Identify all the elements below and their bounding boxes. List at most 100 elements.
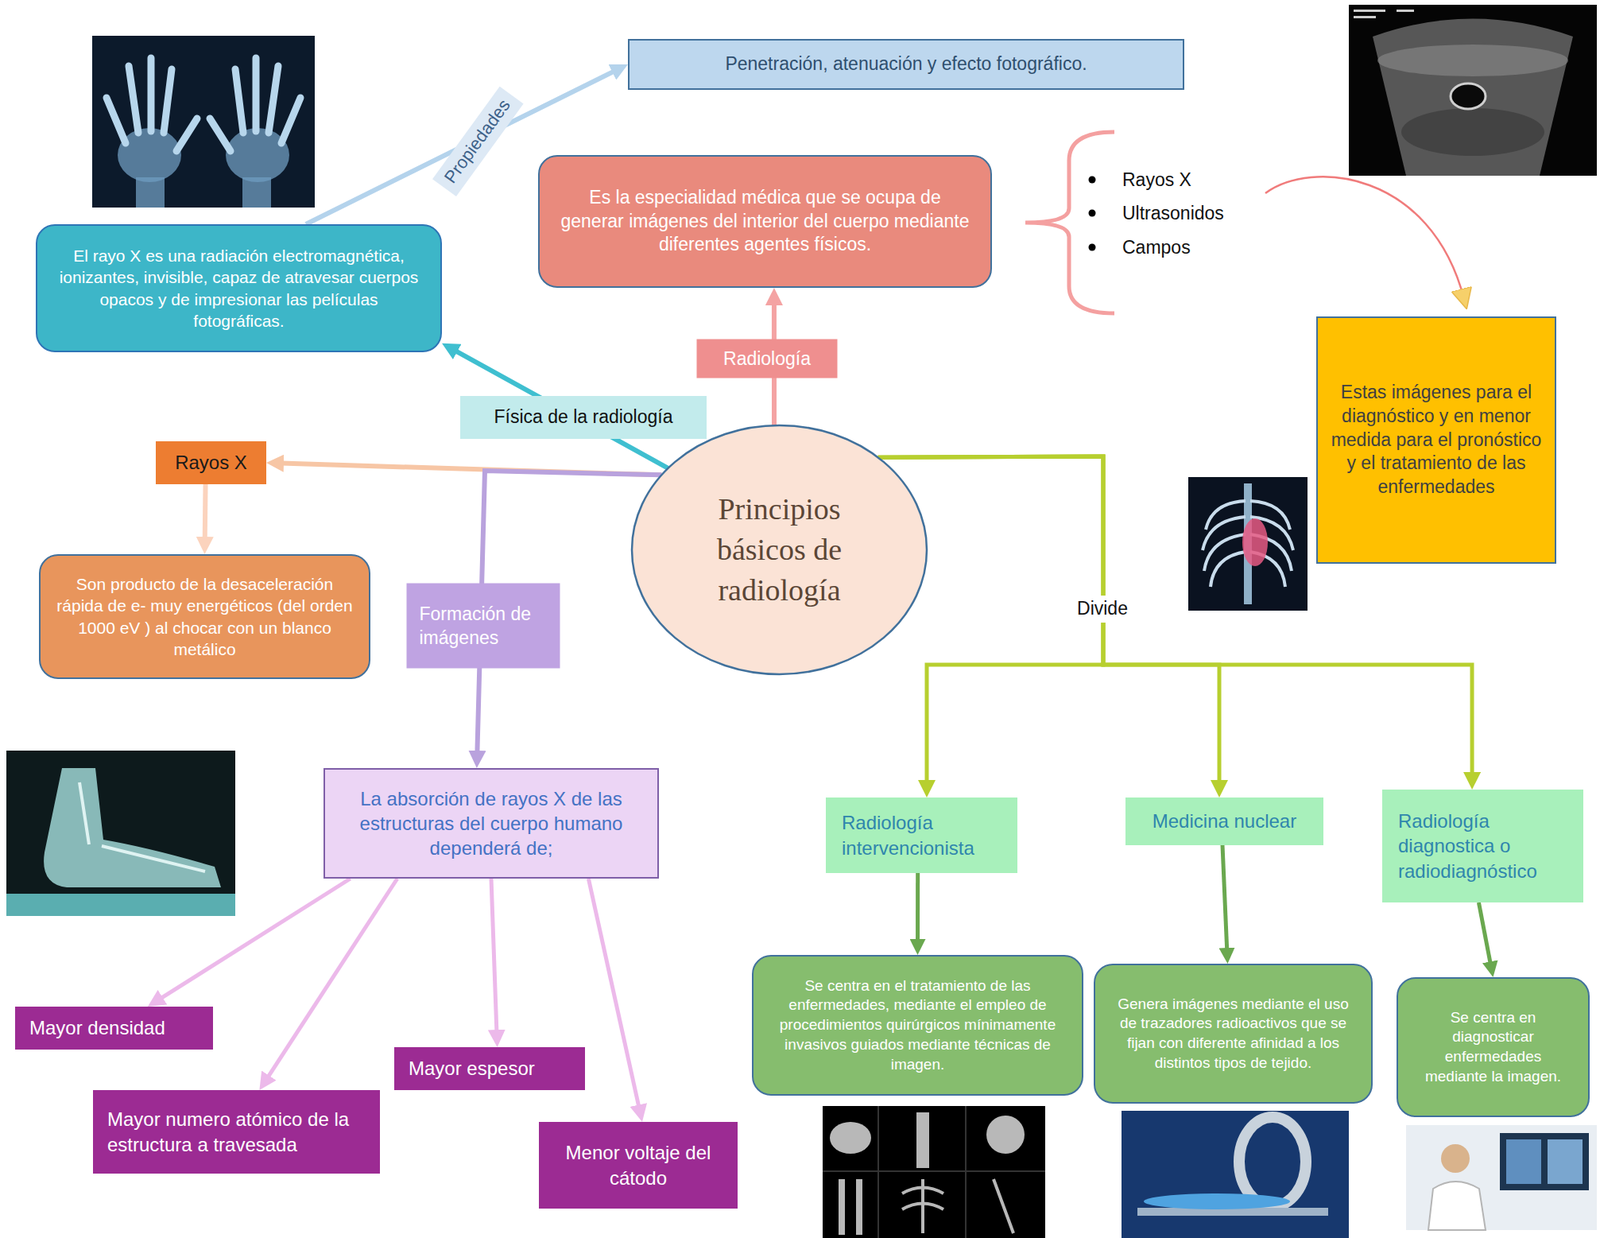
curved-arrow <box>1265 176 1465 299</box>
scanner-photo <box>1239 1116 1306 1206</box>
node-text: Principios básicos de radiología <box>680 488 880 612</box>
foot-xray-photo <box>6 750 236 916</box>
skeleton-xray-photo <box>986 1115 1025 1154</box>
chest-xray-photo <box>1188 476 1308 611</box>
skeleton-xray-photo <box>838 1178 845 1235</box>
skeleton-xray-photo <box>916 1111 930 1168</box>
node-text: Medicina nuclear <box>1136 808 1313 833</box>
connector-arrow <box>202 484 209 546</box>
chest-xray-photo <box>1202 516 1246 551</box>
hand-xray-photo <box>106 58 198 208</box>
ellipse-outline <box>631 425 927 675</box>
skeleton-xray-photo <box>902 1178 944 1233</box>
doctor-photo <box>1506 1138 1542 1184</box>
chest-xray-photo <box>1188 476 1308 611</box>
edge-label: Propiedades <box>439 95 516 189</box>
bullet <box>1088 176 1097 184</box>
chest-xray-photo <box>1205 500 1246 530</box>
connector-arrow <box>1222 844 1228 956</box>
edge-label-patch: Radiología <box>697 339 838 379</box>
node-text: Se centra en el tratamiento de las enfer… <box>770 976 1065 1074</box>
skeleton-xray-photo <box>822 1105 1046 1238</box>
definition-box: Son producto de la desaceleración rápida… <box>38 553 371 679</box>
node-text: El rayo X es una radiación electromagnét… <box>54 244 423 332</box>
node-text: Radiología intervencionista <box>841 809 1002 860</box>
hand-xray-photo <box>147 58 155 132</box>
factor-box: Mayor espesor <box>394 1046 585 1090</box>
hand-xray-photo <box>106 97 126 144</box>
chest-xray-photo <box>1242 518 1268 566</box>
edge-label: Física de la radiología <box>493 405 673 430</box>
ultrasound-photo <box>1353 15 1376 19</box>
description-box: Se centra en diagnosticar enfermedades m… <box>1396 976 1590 1117</box>
hand-xray-photo <box>235 69 244 133</box>
skeleton-xray-photo <box>829 1111 1025 1235</box>
skeleton-xray-photo <box>993 1178 1014 1233</box>
node-text: Mayor densidad <box>29 1015 199 1040</box>
ultrasound-photo <box>1401 108 1545 156</box>
factor-box: Mayor numero atómico de la estructura a … <box>92 1089 380 1174</box>
connector-arrow <box>588 878 640 1113</box>
description-box: Genera imágenes mediante el uso de traza… <box>1093 963 1373 1104</box>
skeleton-xray-photo <box>902 1178 1014 1233</box>
node-text: Se centra en diagnosticar enfermedades m… <box>1412 1007 1574 1087</box>
list-item: Rayos X <box>1122 169 1192 191</box>
foot-xray-photo <box>6 893 236 916</box>
node-text: Genera imágenes mediante el uso de traza… <box>1111 994 1356 1074</box>
doctor-photo <box>1406 1124 1597 1230</box>
property-box: Penetración, atenuación y efecto fotográ… <box>627 38 1185 90</box>
category-box: Radiología diagnostica o radiodiagnóstic… <box>1382 789 1584 903</box>
hand-xray-photo <box>242 177 272 208</box>
bullet <box>1088 244 1097 252</box>
topic-box: Rayos X <box>155 441 267 485</box>
note-box: Estas imágenes para el diagnóstico y en … <box>1316 316 1557 564</box>
central-ellipse: Principios básicos de radiología <box>630 423 929 676</box>
scanner-photo <box>1143 1193 1291 1209</box>
connector-arrow <box>263 878 397 1083</box>
node-text: Mayor numero atómico de la estructura a … <box>107 1106 366 1156</box>
hand-xray-photo <box>209 58 301 208</box>
ultrasound-photo <box>1372 19 1573 177</box>
node-text: Rayos X <box>162 449 260 475</box>
hand-xray-photo <box>106 58 198 152</box>
doctor-photo <box>1428 1181 1486 1230</box>
factor-box: Menor voltaje del cátodo <box>538 1121 738 1209</box>
scanner-photo <box>1121 1110 1349 1238</box>
skeleton-xray-photo <box>856 1178 863 1235</box>
connector-arrow <box>915 872 920 947</box>
hand-xray-photo <box>209 58 301 152</box>
hand-xray-photo <box>252 58 260 132</box>
list-item: Ultrasonidos <box>1122 202 1225 225</box>
edge-label-patch: Divide <box>1072 595 1133 623</box>
chest-xray-photo <box>1210 551 1246 587</box>
chest-xray-photo <box>1202 500 1294 587</box>
node-text: Es la especialidad médica que se ocupa d… <box>557 185 973 258</box>
node-text: Mayor espesor <box>408 1055 571 1081</box>
hand-xray-photo <box>117 127 182 183</box>
edge-label-patch: Formación de imágenes <box>406 583 561 669</box>
process-box: La absorción de rayos X de las estructur… <box>323 767 659 879</box>
factor-box: Mayor densidad <box>15 1006 214 1050</box>
hand-xray-photo <box>128 65 139 133</box>
definition-box: El rayo X es una radiación electromagnét… <box>35 224 442 353</box>
node-text: Estas imágenes para el diagnóstico y en … <box>1330 380 1542 500</box>
category-box: Radiología intervencionista <box>825 797 1018 873</box>
connector-arrow <box>491 878 497 1039</box>
skeleton-xray-photo <box>822 1169 1046 1172</box>
ultrasound-photo <box>1396 9 1415 12</box>
hand-xray-photo <box>209 118 231 152</box>
ultrasound-photo <box>1377 44 1569 77</box>
ultrasound-photo <box>1348 4 1597 176</box>
skeleton-xray-photo <box>822 1105 1046 1238</box>
edge-label-patch: Física de la radiología <box>460 395 707 439</box>
node-text: La absorción de rayos X de las estructur… <box>339 786 644 861</box>
hand-xray-photo <box>176 118 198 152</box>
foot-xray-photo <box>43 767 221 888</box>
edge-label: Divide <box>1076 596 1128 621</box>
ultrasound-photo <box>1450 83 1486 109</box>
brace <box>1025 131 1115 314</box>
category-box: Medicina nuclear <box>1125 797 1324 845</box>
definition-box: Es la especialidad médica que se ocupa d… <box>538 154 992 288</box>
hand-xray-photo <box>225 127 290 183</box>
